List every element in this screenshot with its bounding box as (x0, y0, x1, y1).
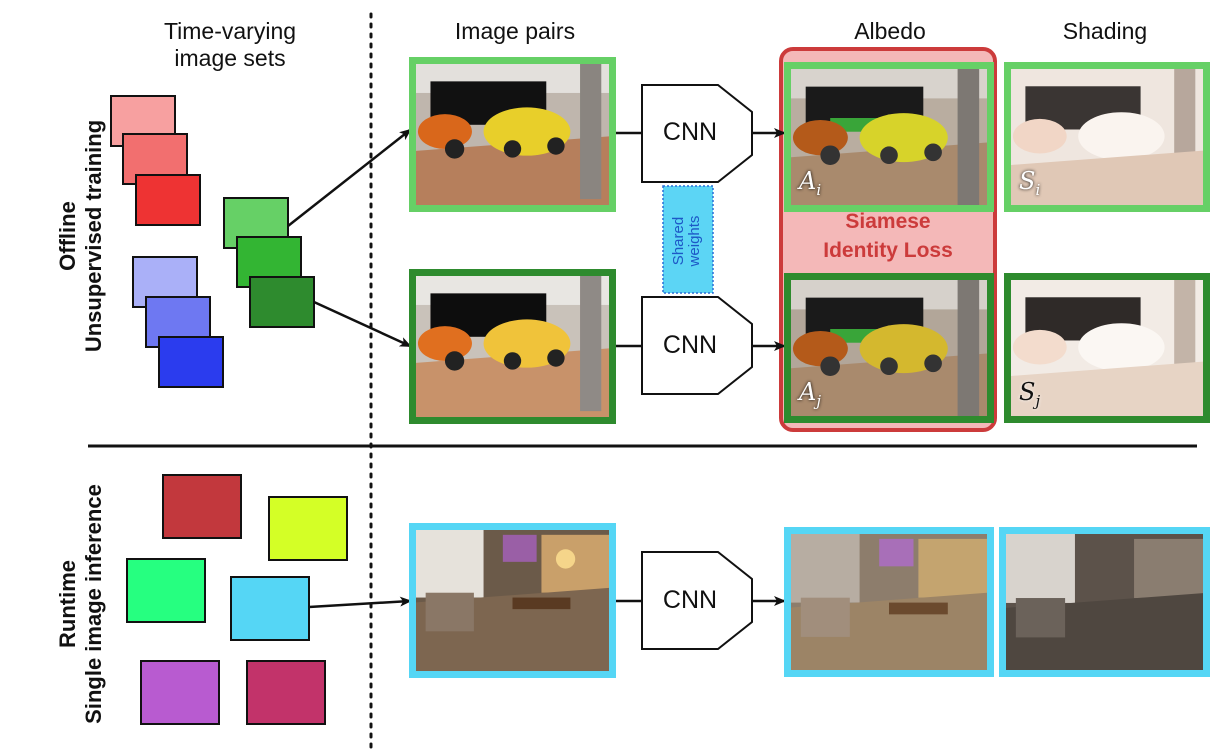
shading-garage-photo (1011, 280, 1203, 416)
label-albedo-i: Ai (799, 167, 822, 199)
square-lime (268, 496, 348, 561)
square-purple (140, 660, 220, 725)
cnn-shape-middle (641, 296, 753, 395)
header-shading: Shading (1062, 18, 1148, 44)
cnn-label-middle: CNN (662, 331, 718, 359)
square-brick (162, 474, 242, 539)
shading-runtime (999, 527, 1210, 677)
garage-photo (416, 64, 609, 205)
albedo-living-room-photo (791, 534, 987, 670)
shared-weights-label: Shared weights (670, 215, 703, 267)
shading-j: Sj (1004, 273, 1210, 423)
garage-photo (416, 276, 609, 417)
arrow-to-runtime-input (308, 596, 412, 609)
arrow-to-pair-i (287, 128, 412, 227)
arrow-to-pair-j (313, 300, 412, 348)
albedo-i: Ai (784, 62, 994, 212)
label-shading-i: Si (1019, 167, 1041, 199)
cnn-label-top: CNN (662, 118, 718, 146)
albedo-j: Aj (784, 273, 994, 423)
square-magenta (246, 660, 326, 725)
shading-garage-photo (1011, 69, 1203, 205)
image-pair-j (409, 269, 616, 424)
header-image-pairs: Image pairs (454, 18, 576, 44)
cnn-shape-runtime (641, 551, 753, 650)
image-runtime-input (409, 523, 616, 678)
square-cyan (230, 576, 310, 641)
cnn-label-runtime: CNN (662, 586, 718, 614)
square-spring-green (126, 558, 206, 623)
square-blue-3 (158, 336, 224, 388)
header-albedo: Albedo (854, 18, 926, 44)
header-time-varying: Time-varying image sets (163, 18, 297, 71)
cnn-shape-top (641, 84, 753, 183)
living-room-photo (416, 530, 609, 671)
albedo-garage-photo (791, 280, 987, 416)
shading-living-room-photo (1006, 534, 1203, 670)
square-green-3 (249, 276, 315, 328)
shared-weights-bar (662, 185, 714, 294)
label-shading-j: Sj (1019, 378, 1041, 410)
shading-i: Si (1004, 62, 1210, 212)
albedo-garage-photo (791, 69, 987, 205)
label-albedo-j: Aj (799, 378, 821, 410)
image-pair-i (409, 57, 616, 212)
siamese-loss-label: Siamese Identity Loss (823, 210, 953, 262)
square-red-3 (135, 174, 201, 226)
albedo-runtime (784, 527, 994, 677)
